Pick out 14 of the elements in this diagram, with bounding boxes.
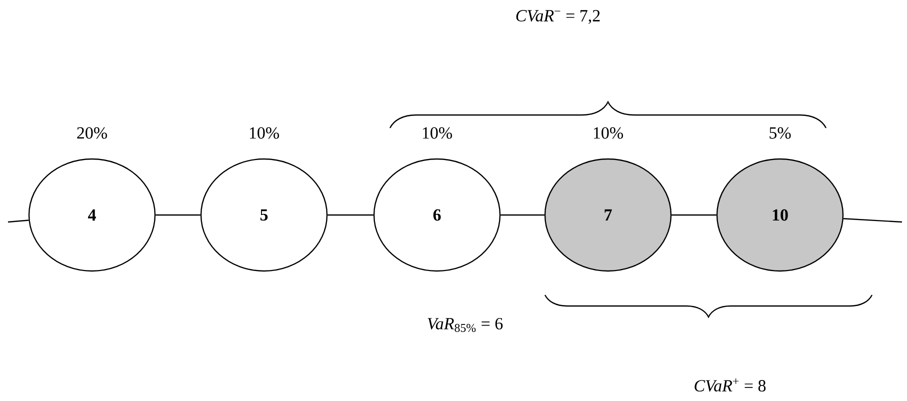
formula-label: VaR$_{85%}$ = 6 [428, 318, 503, 332]
percent-label: 10% [422, 127, 452, 139]
percent-label: 10% [594, 127, 623, 139]
line [500, 214, 544, 216]
formula-label: CVaR$^{+}$ = 8 [694, 378, 766, 392]
percent-label: 10% [250, 127, 279, 139]
line [8, 220, 29, 223]
formula-label: CVaR$^{−}$ = 7,2 [516, 10, 600, 24]
line [328, 214, 374, 216]
line [843, 218, 902, 223]
percent-label: 5% [770, 127, 791, 139]
percent-label: 20% [77, 127, 108, 139]
line [672, 214, 716, 216]
line [156, 214, 200, 216]
